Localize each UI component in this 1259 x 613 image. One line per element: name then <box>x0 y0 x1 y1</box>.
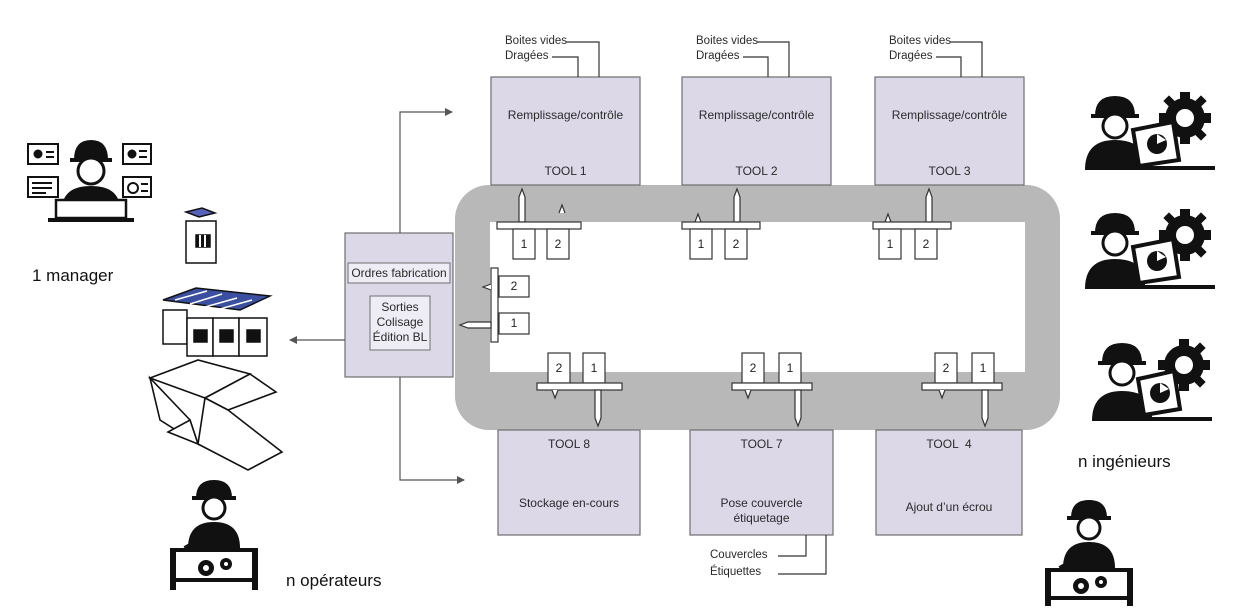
tool-4-box <box>875 429 1023 536</box>
tool-7-title-line-1: Pose couvercle <box>720 496 803 510</box>
manager-label: 1 manager <box>32 266 114 285</box>
control-line-outputs: Sorties <box>381 300 419 314</box>
tool-3-name: TOOL 3 <box>928 164 971 178</box>
control-line-packing: Colisage <box>376 315 424 329</box>
pallets-top <box>496 187 952 260</box>
slot-label: 1 <box>786 361 794 375</box>
tool-1-title: Remplissage/contrôle <box>507 108 624 122</box>
slot-label: 2 <box>922 237 930 251</box>
tool-8-box <box>497 429 641 536</box>
input-label-empty-boxes-1: Boites vides <box>505 35 568 47</box>
control-box <box>344 232 454 378</box>
slot-label: 2 <box>942 361 950 375</box>
tool-7-name: TOOL 7 <box>740 437 783 451</box>
input-connectors-top <box>552 41 983 77</box>
slot-label: 2 <box>554 237 562 251</box>
engineer-icon <box>1085 92 1215 170</box>
operators-label: n opérateurs <box>286 571 382 590</box>
tool-2-box <box>681 76 832 186</box>
tool-3-box <box>874 76 1025 186</box>
tool-7-title-line-2: étiquetage <box>733 511 790 525</box>
slot-label: 2 <box>749 361 757 375</box>
slot-label: 2 <box>555 361 563 375</box>
tool-4-title: Ajout d’un écrou <box>905 500 993 514</box>
tool-4-name: TOOL 4 <box>926 437 972 451</box>
slot-label: 1 <box>520 237 528 251</box>
conveyor-loop <box>455 185 1060 430</box>
engineer-icon <box>1085 209 1215 289</box>
operator-icon <box>170 480 258 590</box>
tool-2-name: TOOL 2 <box>735 164 778 178</box>
control-line-delivery: Édition BL <box>372 330 428 344</box>
box-stack-icon <box>162 207 273 357</box>
flow-lines <box>289 108 465 484</box>
tool-7-box <box>689 429 834 536</box>
input-label-empty-boxes-3: Boites vides <box>889 35 952 47</box>
slot-label: 2 <box>510 279 518 293</box>
slot-label: 2 <box>732 237 740 251</box>
input-label-labels: Étiquettes <box>710 566 762 578</box>
input-label-dragees-3: Dragées <box>889 50 933 62</box>
engineer-icon <box>1092 339 1212 421</box>
input-connectors-tool7 <box>778 535 827 575</box>
tool-3-title: Remplissage/contrôle <box>891 108 1008 122</box>
pallet-left <box>458 267 530 343</box>
open-carton-icon <box>147 359 284 471</box>
operator-icon <box>1045 500 1133 606</box>
slot-label: 1 <box>697 237 705 251</box>
input-label-lids: Couvercles <box>710 549 768 561</box>
tool-2-title: Remplissage/contrôle <box>698 108 815 122</box>
input-label-empty-boxes-2: Boites vides <box>696 35 759 47</box>
tool-1-name: TOOL 1 <box>544 164 587 178</box>
tool-8-name: TOOL 8 <box>547 437 591 451</box>
tool-1-box <box>490 76 641 186</box>
tool-8-title: Stockage en-cours <box>518 496 620 510</box>
pallets-bottom <box>536 352 1003 428</box>
control-header: Ordres fabrication <box>351 266 447 280</box>
input-label-dragees-1: Dragées <box>505 50 549 62</box>
engineers-label: n ingénieurs <box>1078 452 1171 471</box>
input-label-dragees-2: Dragées <box>696 50 740 62</box>
slot-label: 1 <box>979 361 987 375</box>
slot-label: 1 <box>590 361 598 375</box>
slot-label: 1 <box>886 237 894 251</box>
manager-icon <box>27 140 152 222</box>
slot-label: 1 <box>510 316 518 330</box>
